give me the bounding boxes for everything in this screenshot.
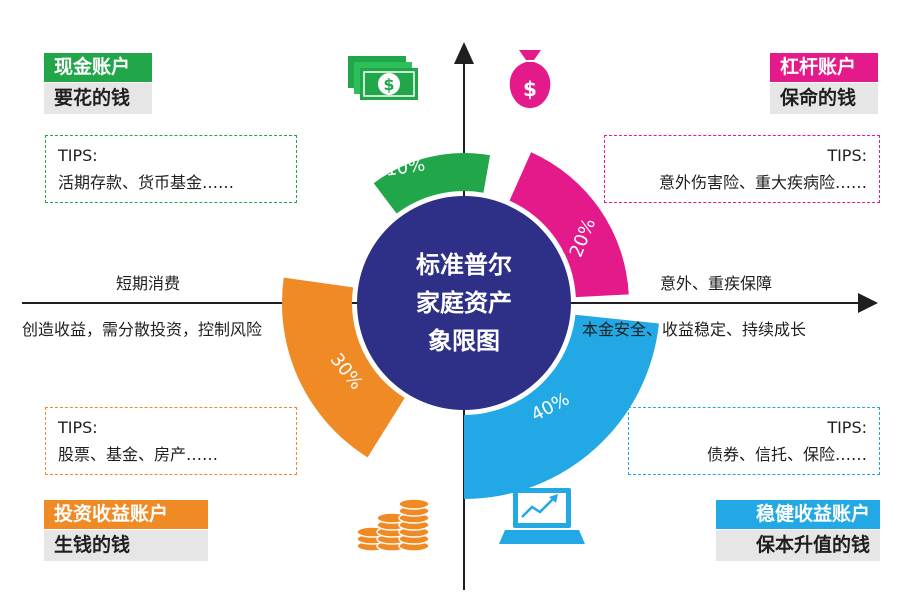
center-title-line-1: 标准普尔 bbox=[416, 251, 512, 279]
leverage-account-title: 杠杆账户 bbox=[770, 53, 878, 82]
stable-account-segment bbox=[464, 314, 659, 499]
stable-account-title: 稳健收益账户 bbox=[716, 500, 880, 529]
center-circle bbox=[357, 196, 571, 410]
investment-tips-label: TIPS: bbox=[58, 418, 98, 437]
stable-account-subtitle: 保本升值的钱 bbox=[716, 530, 880, 561]
investment-tips-text: 股票、基金、房产…… bbox=[58, 445, 219, 464]
cash-tips-box: TIPS: 活期存款、货币基金…… bbox=[45, 135, 297, 203]
accident-illness-label: 意外、重疾保障 bbox=[660, 274, 773, 293]
coin-stacks-icon bbox=[356, 498, 430, 552]
cash-tips-text: 活期存款、货币基金…… bbox=[58, 173, 235, 192]
money-bag-icon: $ bbox=[509, 50, 551, 108]
leverage-tips-label: TIPS: bbox=[827, 146, 867, 165]
cash-account-segment bbox=[373, 153, 491, 214]
horizontal-axis-arrow bbox=[858, 293, 878, 313]
center-title-line-3: 象限图 bbox=[428, 327, 500, 355]
cash-tips-label: TIPS: bbox=[58, 146, 98, 165]
short-term-consumption-label: 短期消费 bbox=[116, 274, 181, 293]
investment-account-segment bbox=[282, 277, 405, 458]
leverage-tips-text: 意外伤害险、重大疾病险…… bbox=[658, 173, 867, 192]
center-title-line-2: 家庭资产 bbox=[416, 289, 512, 317]
cash-account-subtitle: 要花的钱 bbox=[44, 83, 152, 114]
investment-account-subtitle: 生钱的钱 bbox=[44, 530, 208, 561]
investment-tips-box: TIPS: 股票、基金、房产…… bbox=[45, 407, 297, 475]
laptop-chart-icon bbox=[499, 488, 585, 544]
create-returns-label: 创造收益，需分散投资，控制风险 bbox=[22, 320, 263, 339]
svg-text:$: $ bbox=[383, 75, 394, 94]
stable-tips-label: TIPS: bbox=[827, 418, 867, 437]
leverage-account-subtitle: 保命的钱 bbox=[770, 83, 878, 114]
stable-tips-box: TIPS: 债券、信托、保险…… bbox=[628, 407, 880, 475]
investment-account-title: 投资收益账户 bbox=[44, 500, 208, 529]
leverage-account-segment bbox=[509, 152, 629, 298]
svg-text:$: $ bbox=[523, 77, 537, 101]
stable-tips-text: 债券、信托、保险…… bbox=[706, 445, 867, 464]
cash-account-title: 现金账户 bbox=[44, 53, 152, 82]
vertical-axis-arrow bbox=[454, 42, 474, 64]
capital-safety-label: 本金安全、收益稳定、持续成长 bbox=[582, 320, 807, 339]
leverage-tips-box: TIPS: 意外伤害险、重大疾病险…… bbox=[604, 135, 880, 203]
money-stack-icon: $ bbox=[348, 56, 418, 100]
center-title: 标准普尔 家庭资产 象限图 bbox=[357, 246, 571, 360]
